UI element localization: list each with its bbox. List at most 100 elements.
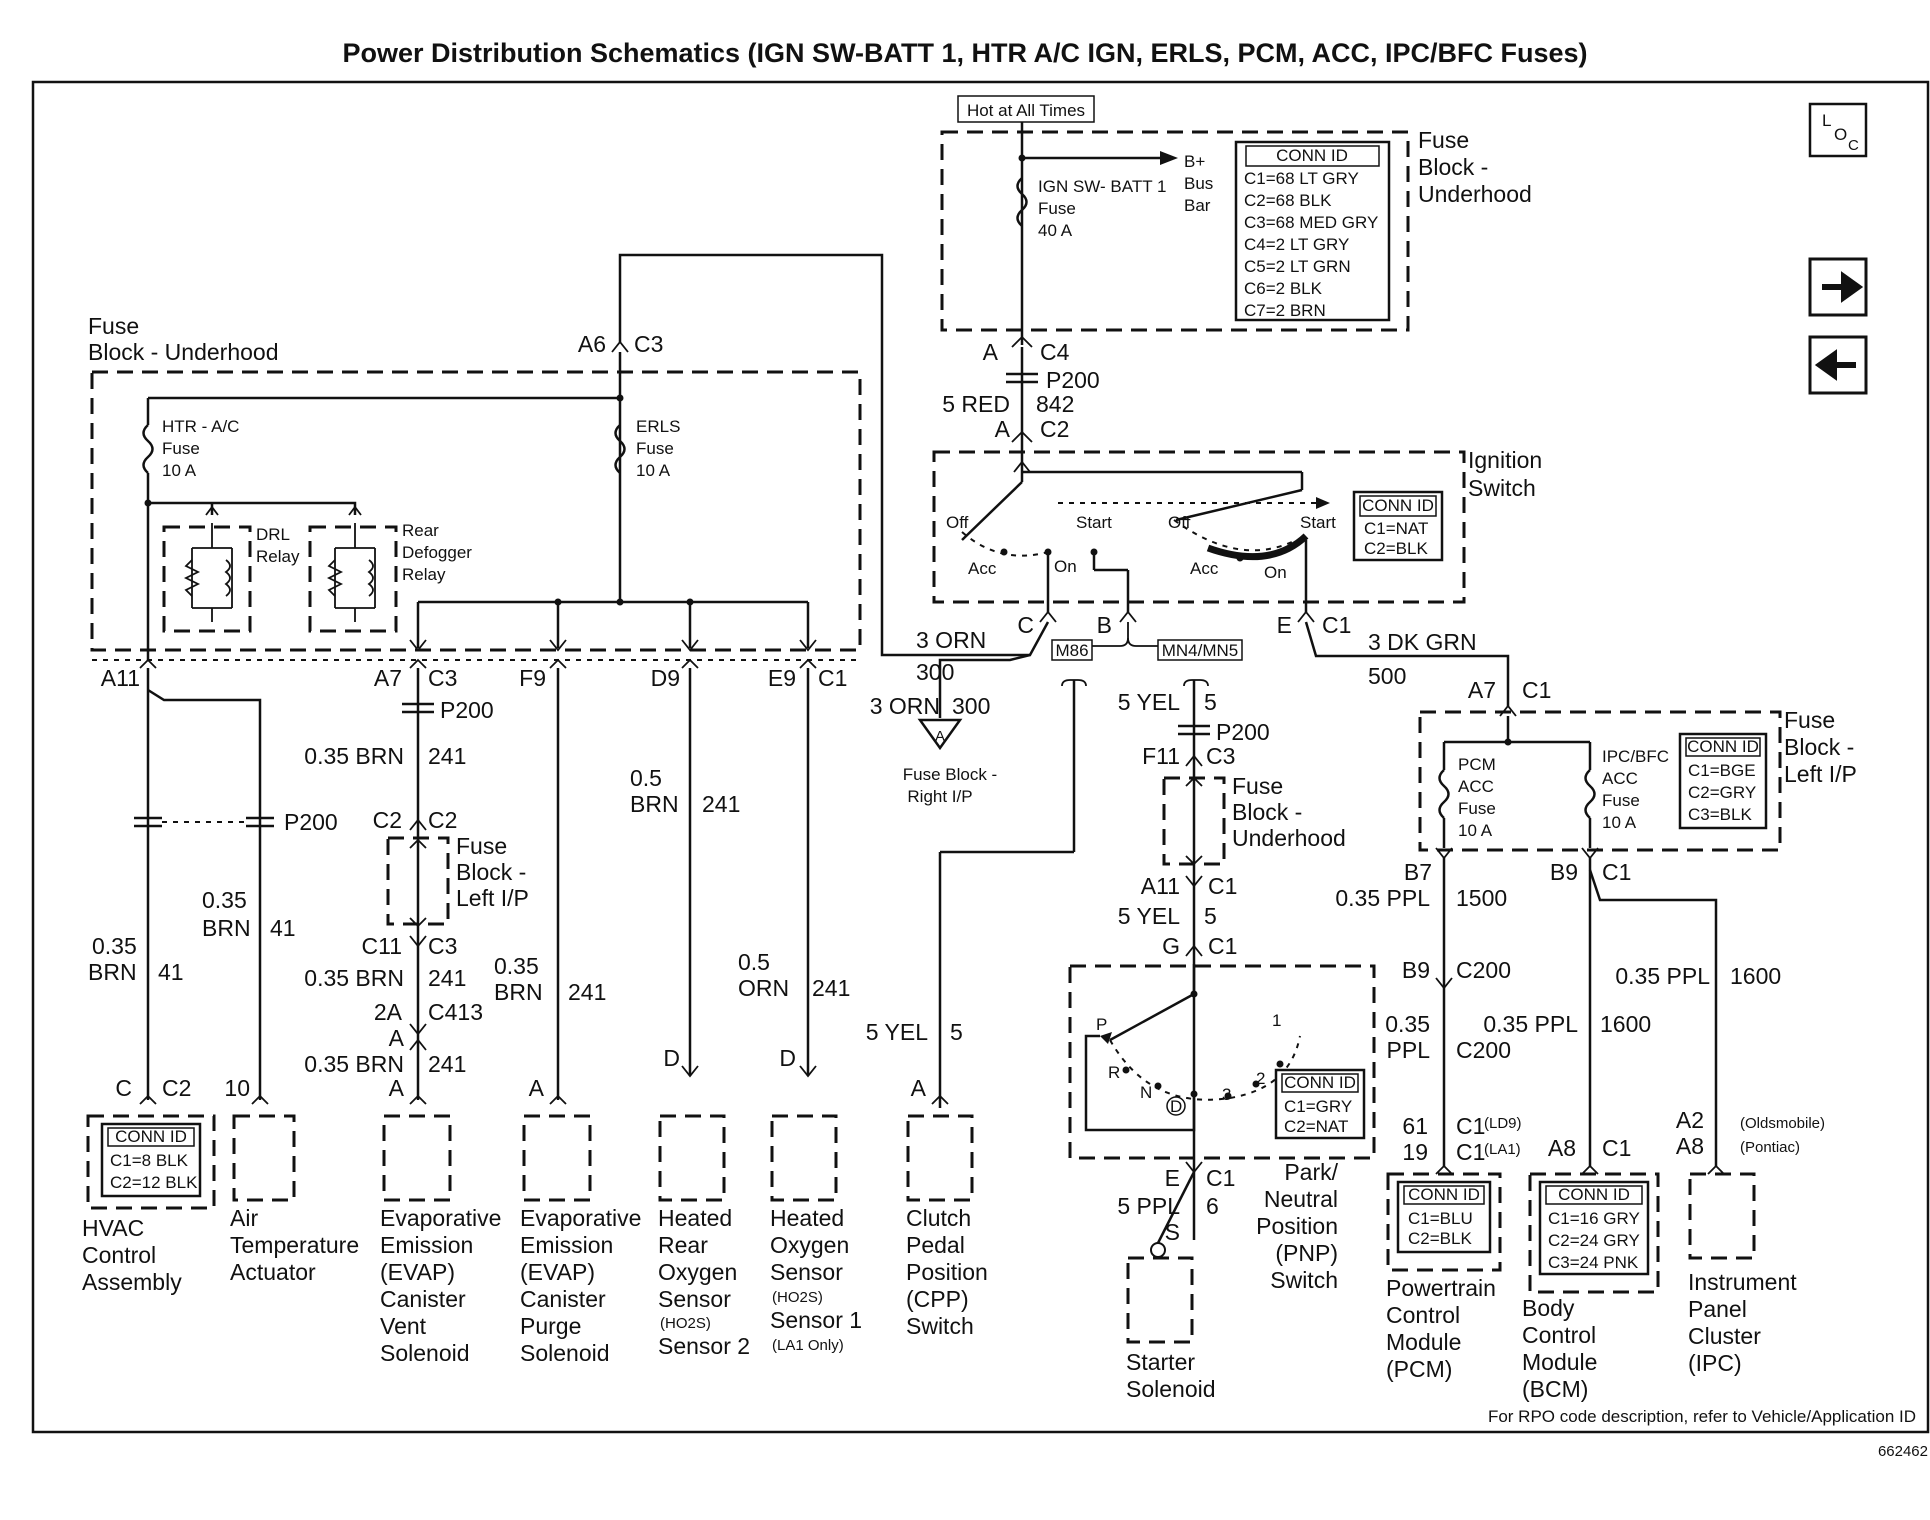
circuit-number-label: 241 — [568, 979, 606, 1005]
pin-label: (LA1) — [1484, 1141, 1521, 1158]
svg-text:C1=8 BLK: C1=8 BLK — [110, 1151, 189, 1170]
svg-text:C2=NAT: C2=NAT — [1284, 1117, 1348, 1136]
switch-position-label: Start — [1300, 513, 1336, 532]
fuse-block-top-title: Underhood — [1418, 181, 1532, 207]
circuit-number-label: 241 — [812, 975, 850, 1001]
figure-id: 662462 — [1878, 1443, 1928, 1460]
p200-label: P200 — [284, 809, 338, 835]
bcm-label: Body Control Module (BCM) — [1522, 1295, 1597, 1402]
wire-color-label: BRN — [630, 791, 679, 817]
svg-text:Temperature: Temperature — [230, 1232, 359, 1258]
connector-label: 2A — [374, 999, 403, 1025]
connector-label: C1 — [1602, 859, 1631, 885]
gear-position-label: N — [1140, 1083, 1152, 1102]
svg-text:C2=BLK: C2=BLK — [1364, 539, 1428, 558]
wire-color-label: BRN — [88, 959, 137, 985]
ign-sw-batt-fuse-icon — [1016, 177, 1028, 227]
connector-label: C2 — [373, 807, 402, 833]
evap-purge-solenoid — [522, 1114, 592, 1202]
pin-label: C1 — [1602, 1135, 1631, 1161]
connector-label: C413 — [428, 999, 483, 1025]
circuit-number-label: 300 — [952, 693, 990, 719]
wire-color-label: 5 YEL — [1118, 689, 1180, 715]
circuit-number-label: 241 — [702, 791, 740, 817]
svg-text:Switch: Switch — [906, 1313, 974, 1339]
rear-defogger-relay — [308, 525, 398, 633]
fuse-block-right-title: Fuse — [1784, 707, 1835, 733]
fuse-block-left-ip-right — [1418, 710, 1782, 852]
connector-label: B7 — [1404, 859, 1432, 885]
wire-color-label: 0.35 — [1385, 1011, 1430, 1037]
drl-relay-label: DRL — [256, 525, 290, 544]
svg-text:C2=68 BLK: C2=68 BLK — [1244, 191, 1332, 210]
svg-text:(PNP): (PNP) — [1275, 1240, 1338, 1266]
wire-color-label: 0.5 — [738, 949, 770, 975]
svg-text:Solenoid: Solenoid — [380, 1340, 470, 1366]
svg-text:Powertrain: Powertrain — [1386, 1275, 1496, 1301]
fuse-block-top-title: Block - — [1418, 154, 1488, 180]
connector-label: C1 — [1206, 1165, 1235, 1191]
evap-purge-label: Evaporative Emission (EVAP) Canister Pur… — [520, 1205, 641, 1366]
switch-position-label: Acc — [968, 559, 997, 578]
switch-position-label: On — [1264, 563, 1287, 582]
connector-label: C2 — [428, 807, 457, 833]
reference-pin-label: A — [935, 728, 945, 745]
connector-label: A7 — [1468, 677, 1496, 703]
ignition-switch-conn-id: CONN ID C1=NAT C2=BLK — [1352, 490, 1444, 562]
svg-text:C1=16 GRY: C1=16 GRY — [1548, 1209, 1640, 1228]
wire-color-label: PPL — [1387, 1037, 1431, 1063]
wire-color-label: 5 YEL — [866, 1019, 928, 1045]
svg-text:Sensor: Sensor — [770, 1259, 843, 1285]
connector-pin-label: A — [389, 1025, 405, 1051]
gear-position-label: P — [1096, 1015, 1107, 1034]
rear-relay-label: Defogger — [402, 543, 472, 562]
switch-position-label: Acc — [1190, 559, 1219, 578]
erls-fuse-label: Fuse — [636, 439, 674, 458]
svg-text:CONN ID: CONN ID — [1558, 1185, 1630, 1204]
svg-text:(IPC): (IPC) — [1688, 1350, 1742, 1376]
hot-at-all-times-label — [957, 95, 1095, 123]
pnp-switch-box — [1068, 964, 1376, 1160]
ipc-fuse-label: IPC/BFC — [1602, 747, 1669, 766]
gear-position-label: 1 — [1272, 1011, 1281, 1030]
svg-text:C6=2 BLK: C6=2 BLK — [1244, 279, 1323, 298]
arrow-left-icon[interactable] — [1808, 335, 1868, 395]
drl-relay — [162, 525, 252, 633]
svg-text:C1=BLU: C1=BLU — [1408, 1209, 1473, 1228]
loc-icon[interactable]: LOC — [1808, 102, 1868, 158]
switch-terminal-label: E — [1277, 612, 1292, 638]
svg-text:C4=2 LT GRY: C4=2 LT GRY — [1244, 235, 1349, 254]
connector-label: C3 — [428, 933, 457, 959]
svg-text:Neutral: Neutral — [1264, 1186, 1338, 1212]
circuit-number-label: 41 — [158, 959, 184, 985]
svg-text:Park/: Park/ — [1284, 1159, 1338, 1185]
switch-terminal-label: B — [1097, 612, 1112, 638]
pin-label: C1 — [1456, 1113, 1485, 1139]
svg-text:CONN ID: CONN ID — [115, 1127, 187, 1146]
erls-fuse-icon — [614, 424, 626, 474]
connector-pin-label: A — [983, 339, 999, 365]
fuse-block-left-title: Block - Underhood — [88, 339, 279, 365]
rear-o2-label: Heated Rear Oxygen Sensor (HO2S) Sensor … — [658, 1205, 750, 1359]
pin-label: D — [663, 1045, 680, 1071]
svg-text:C: C — [1848, 137, 1859, 154]
svg-text:C5=2 LT GRN: C5=2 LT GRN — [1244, 257, 1351, 276]
terminal-label: A7 — [374, 665, 402, 691]
svg-text:(CPP): (CPP) — [906, 1286, 969, 1312]
p200-label: P200 — [1216, 719, 1270, 745]
arrow-right-icon[interactable] — [1808, 257, 1868, 317]
wire-color-label: 0.35 PPL — [1335, 885, 1430, 911]
fuse-block-right-title: Block - — [1784, 734, 1854, 760]
starter-label: Starter Solenoid — [1126, 1349, 1216, 1402]
circuit-number-label: 41 — [270, 915, 296, 941]
option-code-label: MN4/MN5 — [1162, 641, 1239, 660]
wire-color-label: 3 DK GRN — [1368, 629, 1477, 655]
ign-fuse-label: 40 A — [1038, 221, 1073, 240]
svg-text:Heated: Heated — [658, 1205, 732, 1231]
htr-fuse-label: HTR - A/C — [162, 417, 239, 436]
bus-bar-arrow-icon — [1160, 151, 1178, 165]
svg-text:Panel: Panel — [1688, 1296, 1747, 1322]
connector-label: C1 — [1208, 933, 1237, 959]
svg-text:Air: Air — [230, 1205, 258, 1231]
wire-color-label: 5 RED — [942, 391, 1010, 417]
